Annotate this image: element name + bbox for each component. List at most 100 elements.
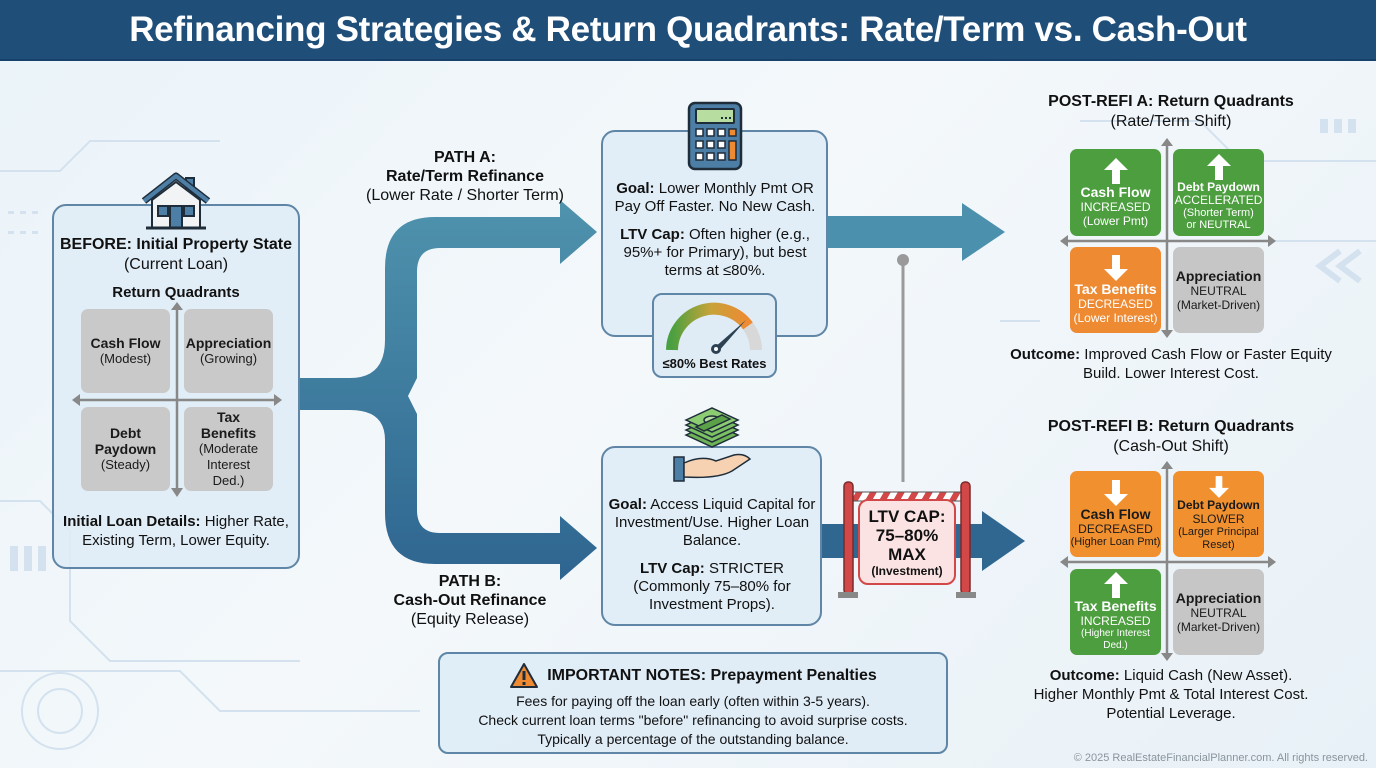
post-b-quadrant-cash-flow: Cash Flow DECREASED (Higher Loan Pmt) <box>1070 471 1161 557</box>
quadrant-sub: (Moderate Interest Ded.) <box>198 441 259 488</box>
ltv-sign-line1: LTV CAP: <box>868 506 946 526</box>
path-b-label-line2: Cash-Out Refinance <box>393 592 547 609</box>
goal-rest: Lower Monthly Pmt OR Pay Off Faster. No … <box>614 180 816 215</box>
post-b-quadrant-grid: Cash Flow DECREASED (Higher Loan Pmt) De… <box>1060 461 1276 661</box>
quadrant-status: NEUTRAL <box>1190 606 1247 620</box>
quadrant-status: INCREASED <box>1080 614 1151 628</box>
arrow-down-icon <box>1103 479 1128 506</box>
quadrant-sub: (Modest) <box>99 351 152 366</box>
quadrant-status: DECREASED <box>1078 521 1153 536</box>
outcome-bold: Outcome: <box>1010 346 1081 363</box>
quadrant-note: (Lower Interest) <box>1073 311 1158 325</box>
ltv-bold: LTV Cap: <box>640 560 705 577</box>
post-b-quadrant-debt-paydown: Debt Paydown SLOWER (Larger Principal Re… <box>1173 471 1264 557</box>
outcome-line3: Potential Leverage. <box>1106 705 1236 722</box>
notes-title-row: IMPORTANT NOTES: Prepayment Penalties <box>438 662 948 689</box>
calculator-icon <box>687 101 743 171</box>
post-b-outcome: Outcome: Liquid Cash (New Asset). Higher… <box>1010 666 1332 723</box>
quadrant-note: (Higher Interest Ded.) <box>1081 628 1150 651</box>
quadrant-status: INCREASED <box>1080 199 1151 214</box>
post-a-subtitle: (Rate/Term Shift) <box>1110 113 1232 130</box>
post-a-quadrant-tax-benefits: Tax Benefits DECREASED (Lower Interest) <box>1070 247 1161 333</box>
quadrant-title: Appreciation <box>185 335 272 351</box>
quadrant-title: Appreciation <box>1175 268 1262 284</box>
fork-arrow <box>300 200 597 580</box>
before-quadrant-tax-benefits: Tax Benefits (Moderate Interest Ded.) <box>184 407 273 491</box>
quadrant-title: Cash Flow <box>1080 505 1151 522</box>
notes-title: IMPORTANT NOTES: Prepayment Penalties <box>547 666 877 684</box>
post-b-title-bold: POST-REFI B: Return Quadrants <box>1047 418 1295 435</box>
goal-bold: Goal: <box>616 180 655 197</box>
post-b-subtitle: (Cash-Out Shift) <box>1113 438 1229 455</box>
notes-body: Fees for paying off the loan early (ofte… <box>438 692 948 749</box>
quadrant-axes <box>72 302 282 497</box>
goal-bold: Goal: <box>608 496 647 513</box>
quadrant-status: NEUTRAL <box>1190 284 1247 298</box>
path-a-label: PATH A: Rate/Term Refinance (Lower Rate … <box>350 148 580 205</box>
quadrant-title: Cash Flow <box>1080 183 1151 200</box>
arrow-up-icon <box>1103 572 1128 598</box>
quadrant-title: Cash Flow <box>90 335 161 351</box>
path-b-label-line1: PATH B: <box>438 573 502 590</box>
notes-line: Check current loan terms "before" refina… <box>478 712 908 728</box>
path-a-goal: Goal: Lower Monthly Pmt OR Pay Off Faste… <box>604 180 826 216</box>
ltv-sign-line4: (Investment) <box>871 563 943 578</box>
before-title: BEFORE: Initial Property State (Current … <box>52 235 300 275</box>
path-a-label-line1: PATH A: <box>434 149 496 166</box>
before-quadrant-debt-paydown: Debt Paydown (Steady) <box>81 407 170 491</box>
details-rest: Higher Rate, Existing Term, Lower Equity… <box>82 513 289 549</box>
ltv-rest: Often higher (e.g., 95%+ for Primary), b… <box>623 226 810 279</box>
quadrant-axes <box>1060 138 1276 338</box>
outcome-line1: Liquid Cash (New Asset). <box>1123 667 1293 684</box>
details-bold: Initial Loan Details: <box>63 513 201 530</box>
quadrant-status: SLOWER <box>1192 512 1245 526</box>
house-icon <box>141 172 211 230</box>
post-b-title: POST-REFI B: Return Quadrants (Cash-Out … <box>1010 417 1332 457</box>
quadrant-sub: (Steady) <box>100 457 151 472</box>
before-title-bold: BEFORE: Initial Property State <box>59 236 293 253</box>
quadrant-axes <box>1060 461 1276 661</box>
post-a-title: POST-REFI A: Return Quadrants (Rate/Term… <box>1010 92 1332 132</box>
quadrant-note: (Shorter Term) or NEUTRAL <box>1183 207 1254 231</box>
outcome-rest: Improved Cash Flow or Faster Equity Buil… <box>1083 346 1332 382</box>
ltv-barrier-icon <box>838 481 976 598</box>
ltv-cap-sign: LTV CAP: 75–80% MAX (Investment) <box>858 499 956 585</box>
goal-rest: Access Liquid Capital for Investment/Use… <box>614 496 816 549</box>
path-b-label-line3: (Equity Release) <box>410 611 530 628</box>
arrow-up-icon <box>1206 154 1231 180</box>
quadrant-title: Debt Paydown <box>94 425 157 457</box>
quadrant-title: Tax Benefits <box>1074 598 1157 614</box>
post-a-outcome: Outcome: Improved Cash Flow or Faster Eq… <box>1010 345 1332 383</box>
arrow-up-icon <box>1103 157 1128 184</box>
post-a-quadrant-appreciation: Appreciation NEUTRAL (Market-Driven) <box>1173 247 1264 333</box>
gauge-needle <box>714 320 746 352</box>
money-hand-icon <box>673 407 752 482</box>
ltv-rest: STRICTER (Commonly 75–80% for Investment… <box>633 560 791 613</box>
ltv-gauge-icon <box>666 302 762 354</box>
outcome-line2: Higher Monthly Pmt & Total Interest Cost… <box>1033 686 1309 703</box>
connector-node <box>897 254 909 266</box>
path-b-ltv-cap: LTV Cap: STRICTER (Commonly 75–80% for I… <box>604 560 820 614</box>
before-quadrant-appreciation: Appreciation (Growing) <box>184 309 273 393</box>
warning-icon <box>510 663 539 688</box>
quadrant-note: (Market-Driven) <box>1176 620 1261 634</box>
post-b-quadrant-appreciation: Appreciation NEUTRAL (Market-Driven) <box>1173 569 1264 655</box>
copyright-footer: © 2025 RealEstateFinancialPlanner.com. A… <box>1073 752 1368 764</box>
page-title: Refinancing Strategies & Return Quadrant… <box>129 9 1247 49</box>
path-b-label: PATH B: Cash-Out Refinance (Equity Relea… <box>370 572 570 629</box>
arrow-down-icon <box>1208 476 1229 498</box>
outcome-bold: Outcome: <box>1049 667 1120 684</box>
quadrant-note: (Market-Driven) <box>1176 298 1261 312</box>
before-quadrant-cash-flow: Cash Flow (Modest) <box>81 309 170 393</box>
quadrant-sub: (Growing) <box>199 351 258 366</box>
path-b-goal: Goal: Access Liquid Capital for Investme… <box>604 496 820 550</box>
quadrant-note: (Larger Principal Reset) <box>1178 526 1259 551</box>
post-a-quadrant-debt-paydown: Debt Paydown ACCELERATED (Shorter Term) … <box>1173 149 1264 236</box>
post-b-quadrant-tax-benefits: Tax Benefits INCREASED (Higher Interest … <box>1070 569 1161 655</box>
quadrant-title: Debt Paydown <box>1177 498 1260 512</box>
quadrant-status: ACCELERATED <box>1174 193 1263 207</box>
before-quadrant-grid: Cash Flow (Modest) Appreciation (Growing… <box>72 302 282 497</box>
quadrant-note: (Lower Pmt) <box>1082 213 1149 228</box>
quadrant-title: Appreciation <box>1175 590 1262 606</box>
ltv-bold: LTV Cap: <box>620 226 685 243</box>
